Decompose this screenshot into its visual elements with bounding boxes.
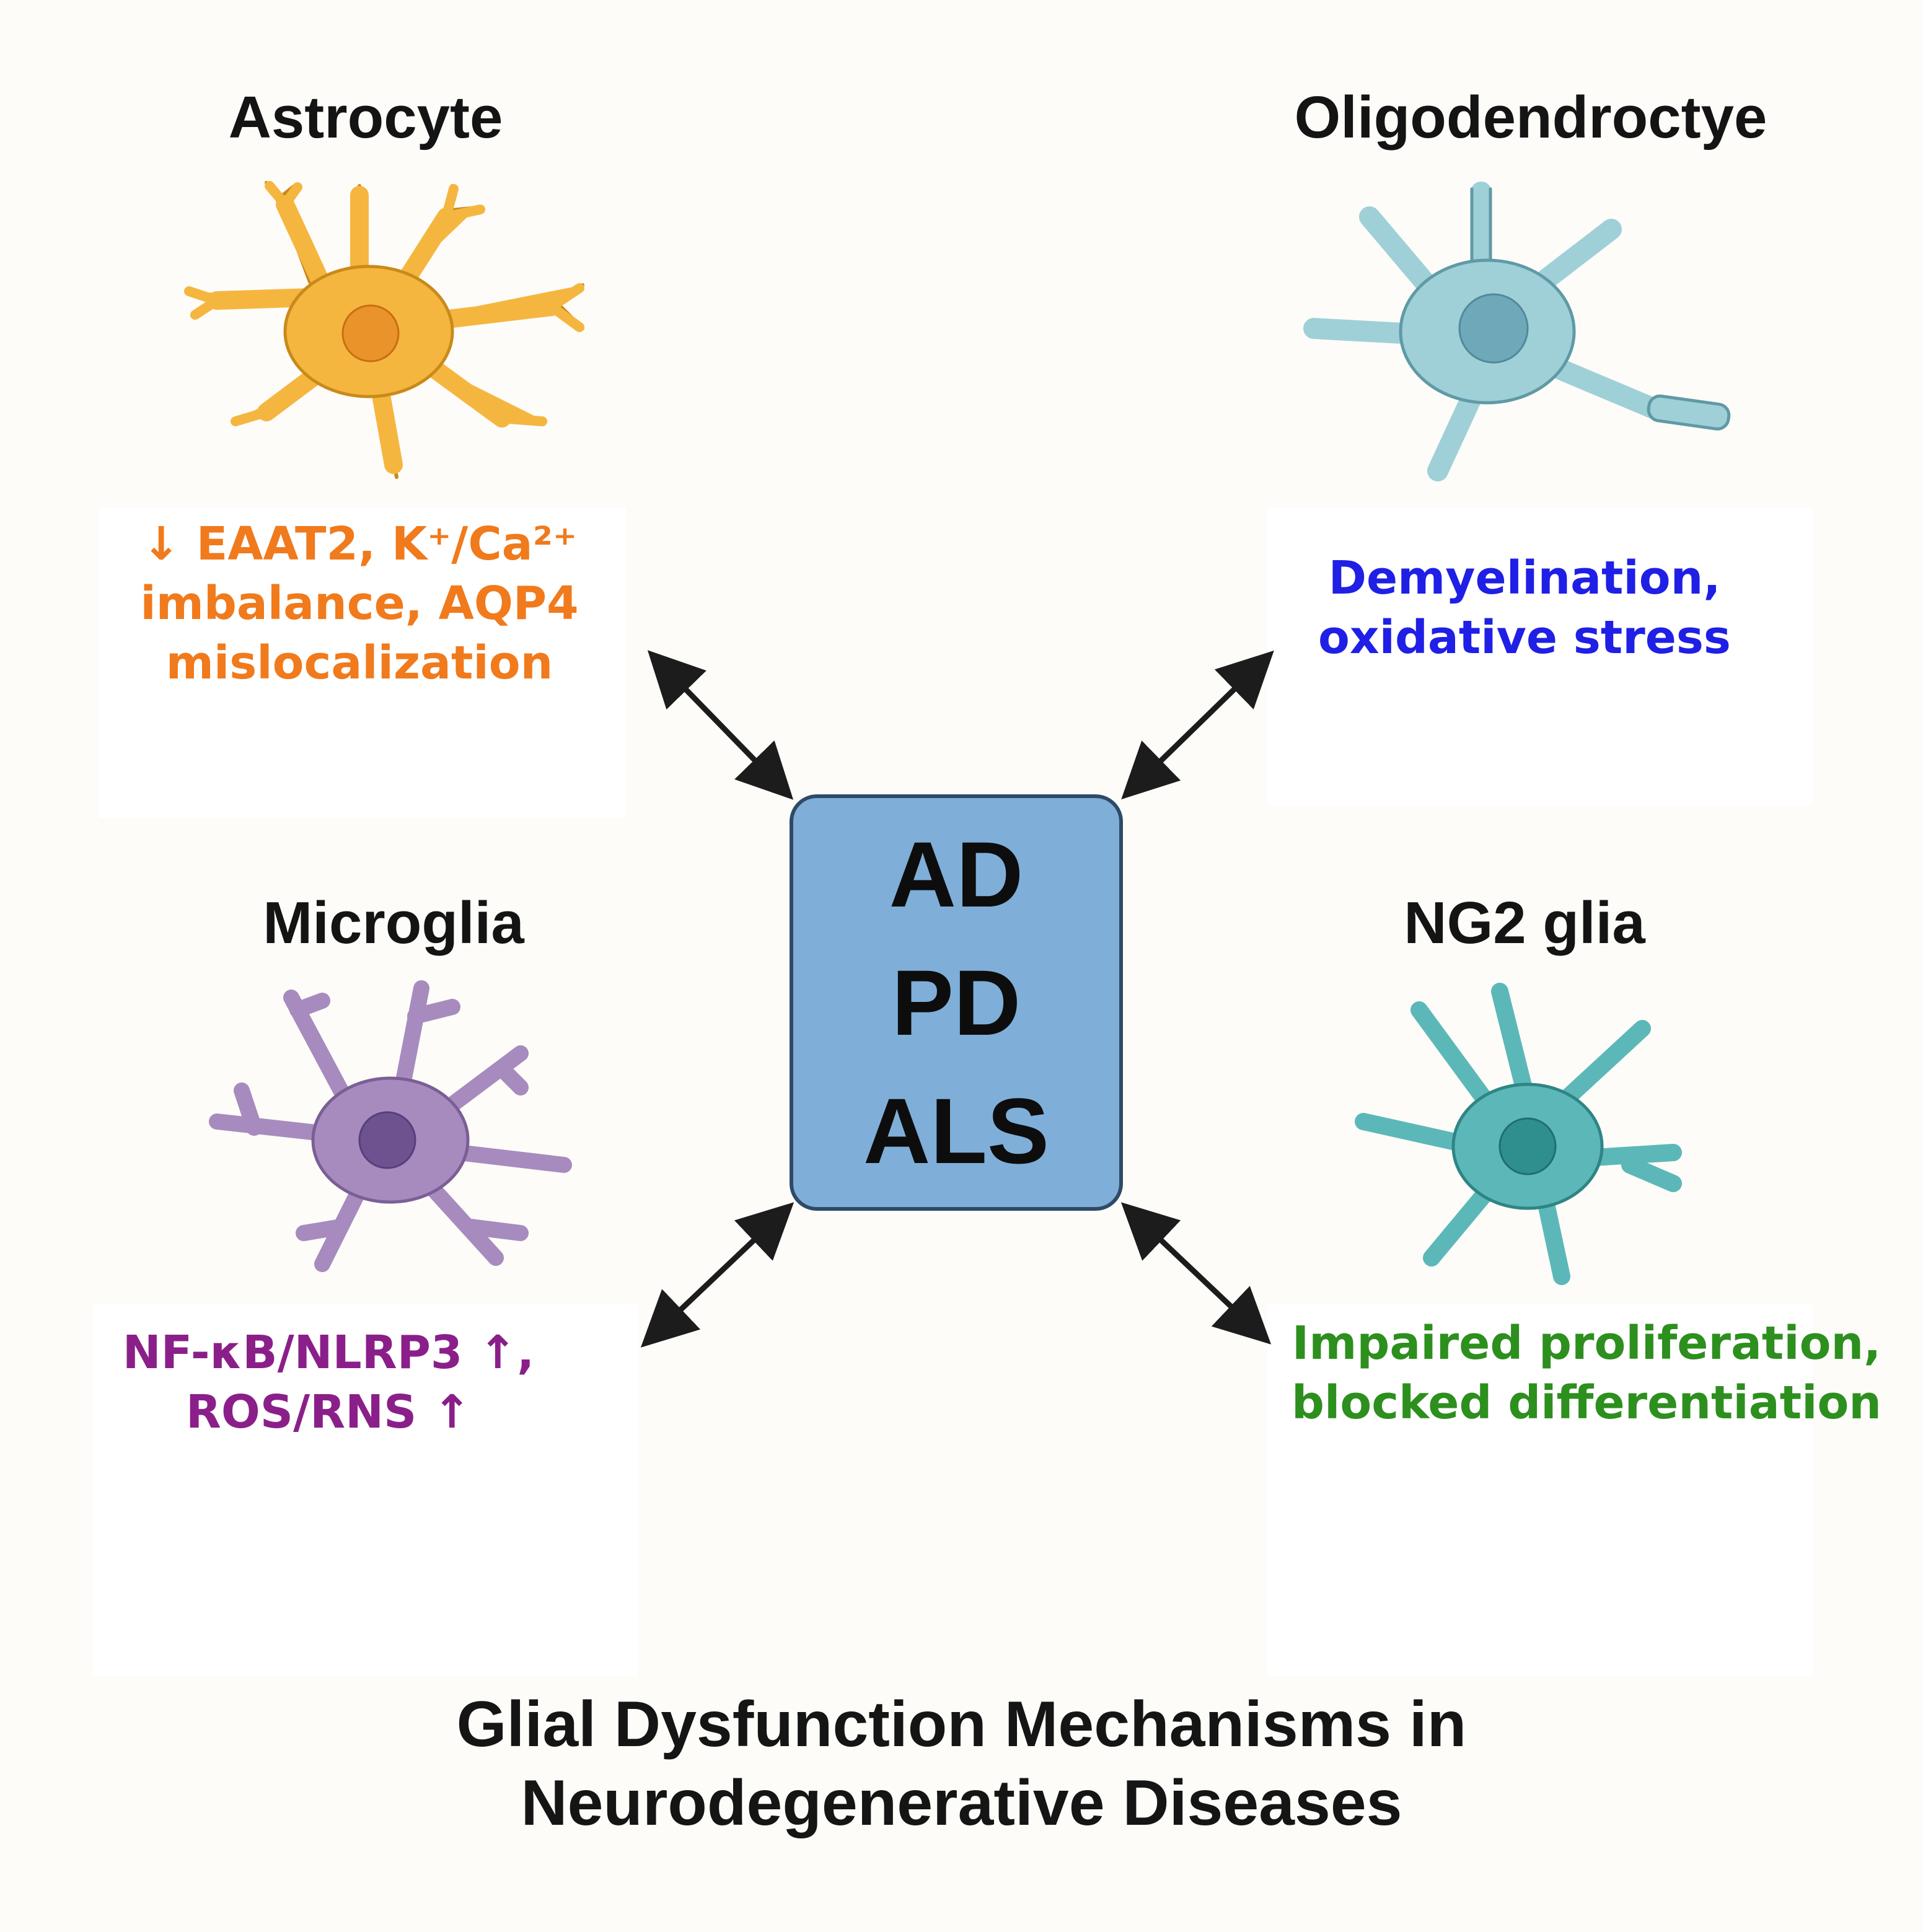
microglia-title: Microglia xyxy=(263,890,524,956)
ng2-cell-icon xyxy=(1355,983,1682,1285)
arrow-ng2 xyxy=(1120,1202,1272,1345)
astrocyte-line-1: ↓ EAAT2, K⁺/Ca²⁺ xyxy=(141,517,578,571)
oligodendrocyte-description: Demyelination, oxidative stress xyxy=(1270,548,1779,667)
caption-line-1: Glial Dysfunction Mechanisms in xyxy=(456,1688,1467,1760)
disease-als: ALS xyxy=(863,1078,1049,1183)
oligodendrocyte-line-2: oxidative stress xyxy=(1318,611,1731,665)
microglia-description: NF-κB/NLRP3 ↑, ROS/RNS ↑ xyxy=(74,1323,583,1442)
microglia-line-2: ROS/RNS ↑ xyxy=(185,1385,472,1439)
ng2-line-2: blocked differentiation xyxy=(1292,1376,1881,1430)
astrocyte-line-3: mislocalization xyxy=(165,636,553,690)
arrow-astrocyte xyxy=(647,650,794,800)
ng2-title: NG2 glia xyxy=(1404,890,1645,956)
arrow-microglia xyxy=(640,1202,794,1348)
astrocyte-title: Astrocyte xyxy=(228,84,503,151)
astrocyte-panel xyxy=(99,508,626,818)
caption-line-2: Neurodegenerative Diseases xyxy=(521,1767,1402,1839)
microglia-cell-icon xyxy=(209,980,572,1272)
arrow-oligodendrocyte xyxy=(1121,650,1274,800)
oligodendrocyte-title: Oligodendroctye xyxy=(1294,84,1767,151)
astrocyte-cell-icon xyxy=(184,181,584,479)
oligodendrocyte-cell-icon xyxy=(1303,182,1731,481)
disease-ad: AD xyxy=(889,822,1024,926)
microglia-line-1: NF-κB/NLRP3 ↑, xyxy=(122,1326,535,1379)
astrocyte-description: ↓ EAAT2, K⁺/Ca²⁺ imbalance, AQP4 misloca… xyxy=(105,514,614,693)
disease-box: AD PD ALS xyxy=(790,794,1123,1211)
ng2-panel xyxy=(1267,1304,1813,1676)
microglia-panel xyxy=(93,1304,638,1676)
oligodendrocyte-line-1: Demyelination, xyxy=(1328,551,1721,605)
oligodendrocyte-panel xyxy=(1267,508,1813,806)
disease-pd: PD xyxy=(891,950,1021,1055)
ng2-line-1: Impaired proliferation, xyxy=(1292,1317,1881,1370)
figure-caption: Glial Dysfunction Mechanisms in Neurodeg… xyxy=(0,1685,1923,1843)
astrocyte-line-2: imbalance, AQP4 xyxy=(140,577,579,631)
ng2-description: Impaired proliferation, blocked differen… xyxy=(1270,1314,1903,1433)
